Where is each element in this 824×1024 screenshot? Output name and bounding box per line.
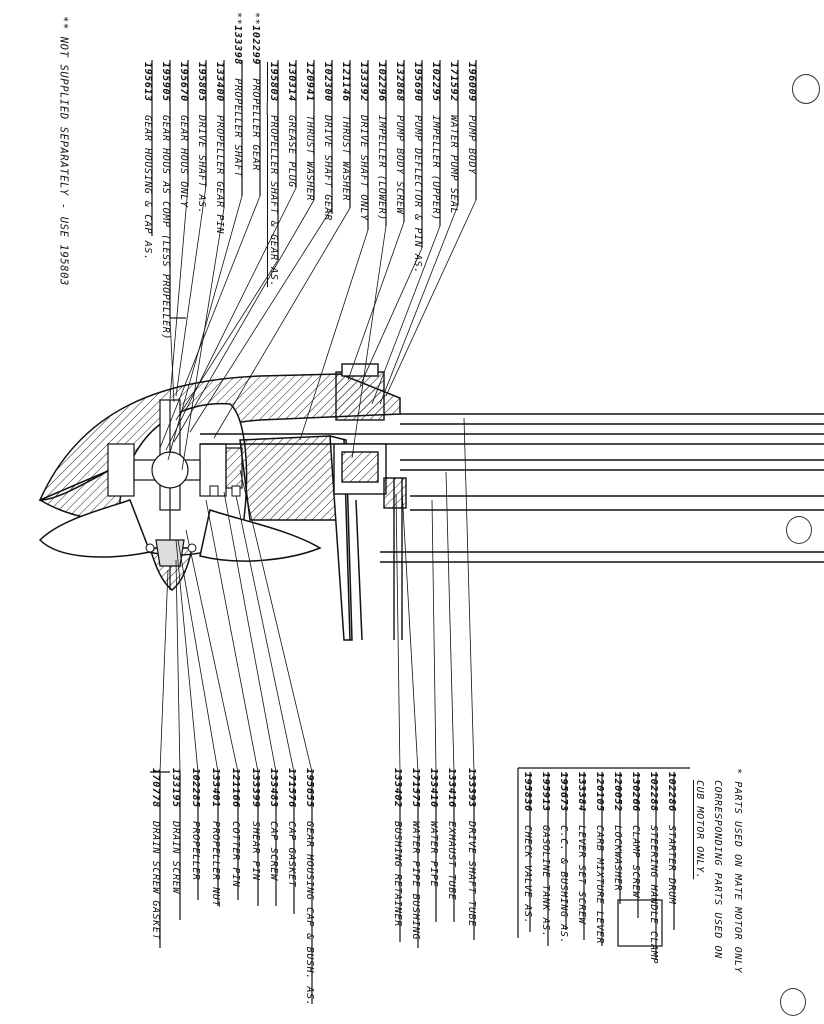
mate-part-row: 195913 GASOLINE TANK AS. (540, 772, 551, 938)
bottom-part-row: 133195 DRAIN SCREW (170, 768, 181, 894)
bottom-part-row: 121166 COTTER PIN (230, 768, 241, 888)
left-part-row: 195905 GEAR HOUS AS COMP (LESS PROPELLER… (160, 62, 171, 341)
left-part-row: 133392 DRIVE SHAFT ONLY (358, 62, 369, 221)
bottom-part-row: 171576 CAP GASKET (286, 768, 297, 888)
left-part-row: 195803 PROPELLER SHAFT & GEAR AS. (268, 62, 279, 288)
bottom-part-row: 102285 PROPELLER (190, 768, 201, 881)
binder-hole-top (792, 74, 820, 104)
left-part-row: 102300 DRIVE SHAFT GEAR (322, 62, 333, 221)
top-leader-lines (159, 185, 477, 471)
mate-part-row: 195673 C.C. & BUSHING AS. (558, 772, 569, 945)
left-part-row: 196009 PUMP BODY (466, 62, 477, 175)
bottom-part-row: 171575 WATER PIPE BUSHING (410, 768, 421, 941)
left-part-row: 195670 GEAR HOUS ONLY (178, 62, 189, 208)
list-underlines (150, 60, 690, 1004)
bottom-part-row: 133401 PROPELLER NUT (210, 768, 221, 908)
mate-motor-note-line1: * PARTS USED ON MATE MOTOR ONLY (732, 768, 743, 974)
bottom-leader-lines (159, 417, 475, 773)
bottom-part-row: 195655 GEAR HOUSING CAP & BUSH. AS. (304, 768, 315, 1007)
left-part-row: 195690 PUMP DEFLECTOR & PIN AS. (412, 62, 423, 274)
mate-part-row: 102288 STEERING HANDLE CLAMP (648, 772, 659, 965)
drive-shaft-tube (200, 413, 824, 563)
bottom-part-row: 133399 SHEAR PIN (250, 768, 261, 881)
mate-part-row: 133384 LEVER SET SCREW (576, 772, 587, 925)
bottom-part-row: 133402 BUSHING RETAINER (392, 768, 403, 927)
water-pump (333, 363, 407, 640)
mate-part-row: 120105 CARB MIXTURE LEVER (594, 772, 605, 945)
mate-part-row: 130266 CLAMP SCREW (630, 772, 641, 898)
mate-motor-note-line3: CUB MOTOR ONLY. (694, 780, 705, 880)
left-part-row: **133398 PROPELLER SHAFT (232, 12, 243, 178)
bottom-part-row: 133483 CAP SCREW (268, 768, 279, 881)
bottom-part-row: 170778 DRAIN SCREW GASKET (150, 768, 161, 941)
left-part-row: 171592 WATER PUMP SEAL (448, 62, 459, 215)
binder-hole-middle (786, 516, 812, 544)
left-part-row: 195805 DRIVE SHAFT AS. (196, 62, 207, 215)
bottom-part-row: 133393 DRIVE SHAFT TUBE (466, 768, 477, 927)
left-part-row: 121146 THRUST WASHER (340, 62, 351, 202)
gear-assembly (107, 399, 243, 590)
not-supplied-note: ** NOT SUPPLIED SEPARATELY - USE 195803 (57, 16, 70, 286)
left-part-row: 120941 THRUST WASHER (304, 62, 315, 202)
mate-part-row: 195836 CHECK VALVE AS. (522, 772, 533, 925)
left-part-row: **102299 PROPELLER GEAR (250, 12, 261, 171)
left-part-row: 102296 IMPELLER (LOWER) (376, 62, 387, 221)
left-part-row: 195613 GEAR HOUSING & CAP AS. (142, 62, 153, 261)
bottom-part-row: 133416 EXHAUST TUBE (446, 768, 457, 901)
left-part-row: 102295 IMPELLER (UPPER) (430, 62, 441, 221)
mate-part-row: 102286 STARTER DRUM (666, 772, 677, 905)
bottom-part-row: 133410 WATER PIPE (428, 768, 439, 888)
left-part-row: 132868 PUMP BODY SCREW (394, 62, 405, 215)
mate-motor-note-line2: CORRESPONDING PARTS USED ON (712, 780, 723, 959)
binder-hole-bottom (780, 988, 806, 1016)
left-part-row: 133400 PROPELLER GEAR PIN (214, 62, 225, 235)
mate-part-row: 120052 LOCKWASHER (612, 772, 623, 892)
left-part-row: 130314 GREASE PLUG (286, 62, 297, 188)
hub-fasteners (145, 485, 241, 553)
